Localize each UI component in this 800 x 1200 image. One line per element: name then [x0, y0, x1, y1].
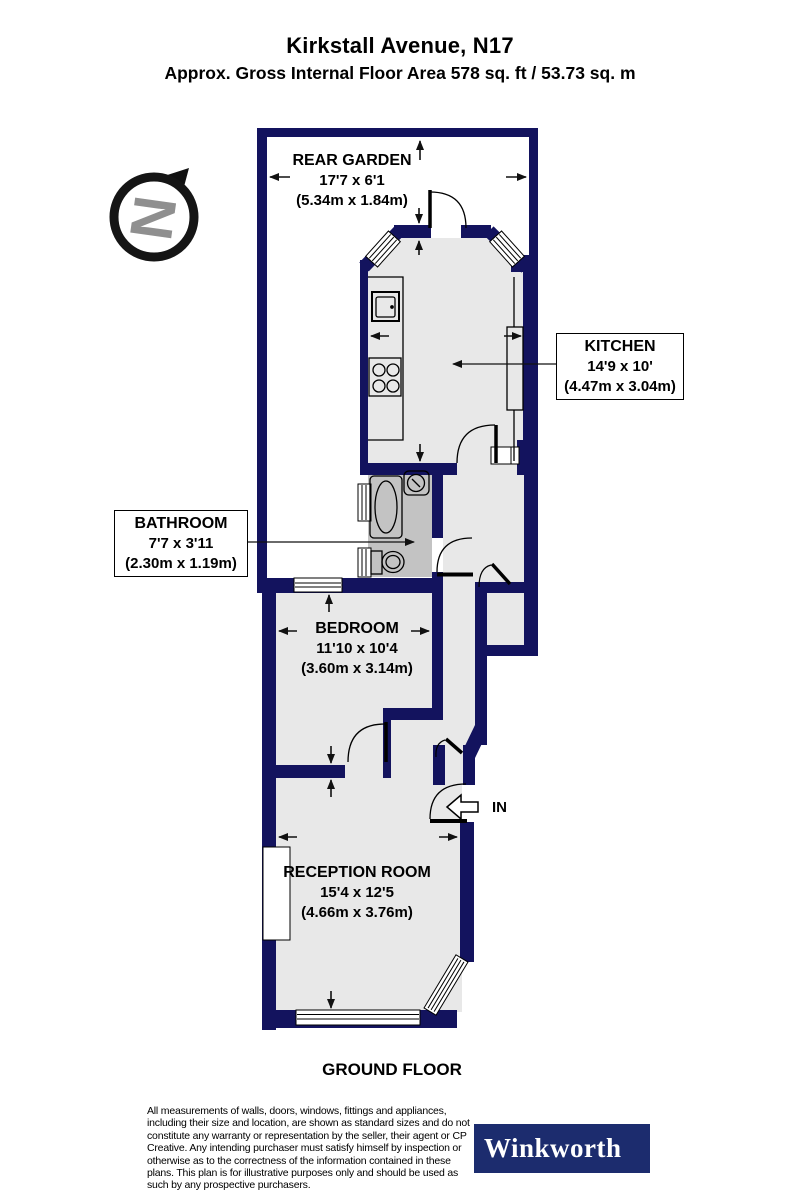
kitchen-hob: [368, 357, 402, 397]
kitchen-label: KITCHEN 14'9 x 10' (4.47m x 3.04m): [556, 333, 684, 400]
winkworth-logo: Winkworth: [474, 1124, 650, 1173]
reception-corner-window: [423, 954, 469, 1016]
room-size-imperial: 14'9 x 10': [587, 358, 653, 375]
page-title: Kirkstall Avenue, N17: [286, 33, 514, 58]
garden-door: [428, 190, 467, 229]
compass-icon: N: [109, 168, 199, 262]
compass-north-label: N: [117, 192, 189, 244]
room-name: RECEPTION ROOM: [283, 864, 431, 881]
room-name: KITCHEN: [584, 338, 656, 355]
room-name: BEDROOM: [315, 620, 399, 637]
toilet: [370, 550, 405, 575]
entrance-in-label: IN: [492, 799, 507, 816]
kitchen-sink: [371, 291, 400, 322]
floor-title: GROUND FLOOR: [322, 1060, 462, 1079]
bathroom-window-1: [357, 483, 372, 522]
kitchen-counter: [368, 276, 524, 461]
windows: [293, 230, 526, 1026]
winkworth-logo-text: Winkworth: [484, 1133, 622, 1163]
room-size-metric: (4.66m x 3.76m): [301, 904, 413, 921]
room-size-imperial: 15'4 x 12'5: [320, 884, 394, 901]
doors: [347, 190, 512, 823]
entrance-door: [429, 783, 467, 823]
room-size-imperial: 7'7 x 3'11: [148, 535, 214, 552]
kitchen-door: [456, 424, 498, 464]
room-size-metric: (4.47m x 3.04m): [564, 378, 676, 395]
label-pointers: [242, 360, 556, 546]
hall-cupboard-door: [478, 562, 512, 588]
bedroom-door: [347, 722, 388, 763]
page-subtitle: Approx. Gross Internal Floor Area 578 sq…: [164, 63, 636, 83]
disclaimer-text: All measurements of walls, doors, window…: [147, 1105, 470, 1192]
bathroom-window-2: [357, 547, 372, 578]
reception-bottom-window: [295, 1009, 421, 1026]
wall-recesses: [262, 446, 520, 941]
room-size-metric: (2.30m x 1.19m): [125, 555, 237, 572]
reception-room-label: RECEPTION ROOM 15'4 x 12'5 (4.66m x 3.76…: [252, 863, 462, 923]
room-name: REAR GARDEN: [292, 152, 412, 169]
bathtub: [369, 475, 403, 539]
entry-cupboard-door: [435, 737, 464, 758]
entrance-arrow-icon: [445, 793, 479, 821]
bay-window-left: [364, 230, 402, 268]
fixtures: [368, 276, 524, 575]
room-size-imperial: 17'7 x 6'1: [319, 172, 385, 189]
room-name: BATHROOM: [134, 515, 228, 532]
bathroom-label: BATHROOM 7'7 x 3'11 (2.30m x 1.19m): [114, 510, 248, 577]
rear-garden-label: REAR GARDEN 17'7 x 6'1 (5.34m x 1.84m): [252, 151, 452, 211]
bay-window-right: [488, 230, 526, 268]
room-size-imperial: 11'10 x 10'4: [316, 640, 398, 657]
room-size-metric: (5.34m x 1.84m): [296, 192, 408, 209]
room-size-metric: (3.60m x 3.14m): [301, 660, 413, 677]
bedroom-label: BEDROOM 11'10 x 10'4 (3.60m x 3.14m): [257, 619, 457, 679]
bathroom-basin: [403, 470, 430, 496]
bathroom-door: [436, 537, 473, 577]
dimension-arrows: [269, 140, 527, 1009]
bedroom-window: [293, 577, 343, 593]
